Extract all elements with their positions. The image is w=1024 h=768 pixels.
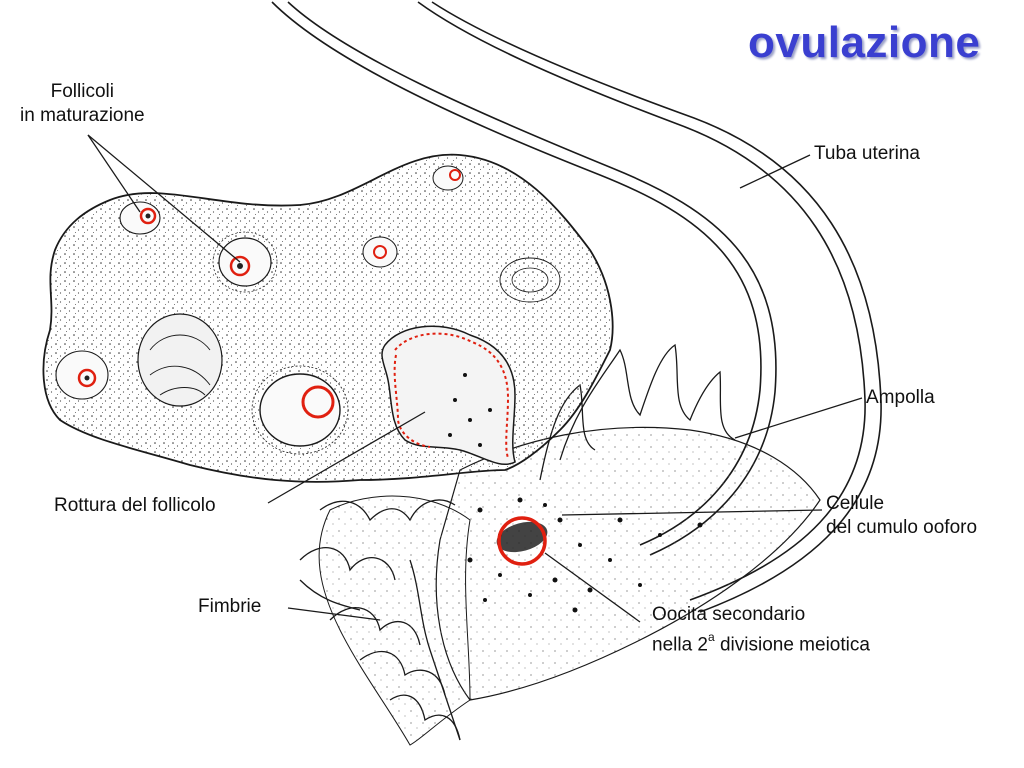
label-cellule-cumulo: Cellule del cumulo ooforo [826,493,978,538]
label-tuba-uterina: Tuba uterina [814,143,920,164]
secondary-oocyte-highlight [497,516,547,566]
label-follicoli: Follicoli in maturazione [20,81,145,126]
leader-lines [87,134,863,623]
slide-title: ovulazione [748,18,981,67]
label-rottura-follicolo: Rottura del follicolo [54,495,216,516]
label-ampolla: Ampolla [866,387,935,408]
ampulla-region [435,426,821,701]
fimbriae-fill [318,495,471,746]
label-oocita: Oocita secondario nella 2a divisione mei… [652,604,870,656]
follicle-highlight [301,385,335,419]
label-fimbrie: Fimbrie [198,596,262,617]
ovary [42,153,614,483]
